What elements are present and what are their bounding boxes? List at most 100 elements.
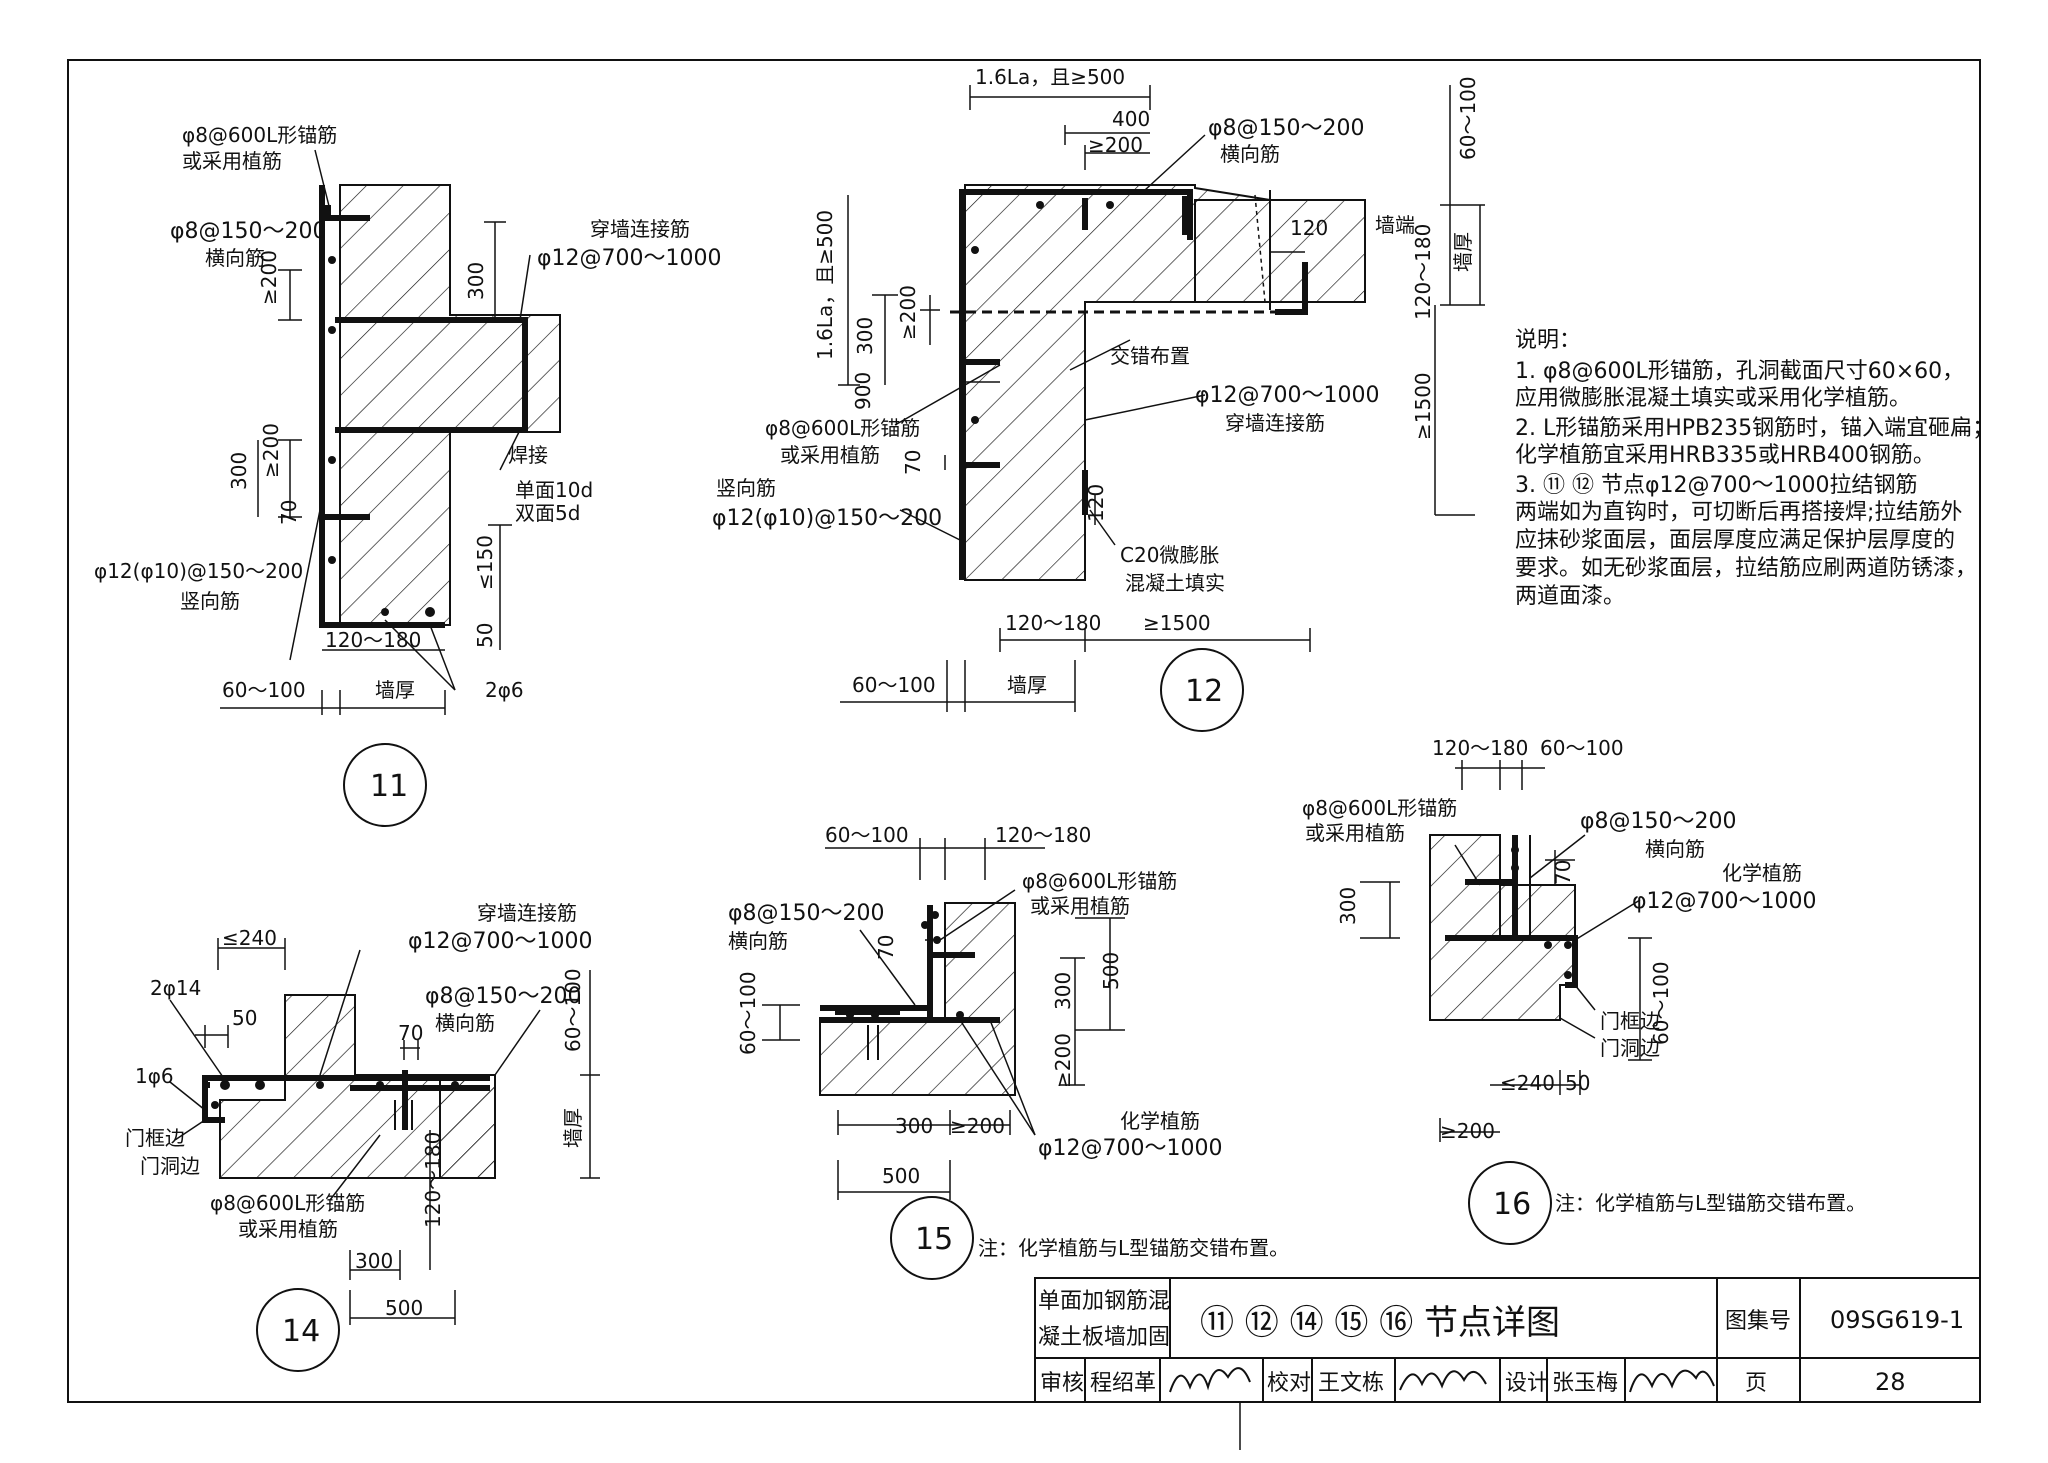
dim-300: 300 — [355, 1249, 393, 1273]
vertical-rebar — [319, 185, 445, 628]
label-chem-spec: φ12@700～1000 — [1632, 889, 1817, 914]
label-weld-double: 双面5d — [515, 501, 580, 525]
dim-120: 120 — [1290, 216, 1328, 240]
label-weld: 焊接 — [508, 443, 548, 467]
label-through-spec: φ12@700～1000 — [537, 246, 722, 271]
note-line: 1. φ8@600L形锚筋，孔洞截面尺寸60×60， — [1515, 359, 1964, 384]
atlas-label: 图集号 — [1725, 1309, 1791, 1334]
dim-120-180: 120～180 — [995, 823, 1091, 847]
node-11-detail — [220, 149, 561, 827]
dim-900: 900 — [851, 372, 875, 410]
through-rebar — [335, 317, 528, 433]
dim-200: ≥200 — [1088, 133, 1143, 157]
dim-70: 70 — [874, 935, 898, 960]
dim-70: 70 — [901, 450, 925, 475]
dim-300: 300 — [853, 317, 877, 355]
dim-left: 1.6La，且≥500 — [813, 210, 837, 360]
dim-60-100: 60～100 — [222, 678, 306, 702]
dim-200b: ≥200 — [259, 423, 283, 478]
checker-name: 王文栋 — [1318, 1371, 1384, 1396]
dim-60-100: 60～100 — [852, 673, 936, 697]
node-12-number: 12 — [1185, 674, 1223, 709]
label-1phi6: 1φ6 — [135, 1064, 174, 1088]
dim-300-h: 300 — [895, 1114, 933, 1138]
dim-200a: ≥200 — [257, 250, 281, 305]
note-line: 化学植筋宜采用HRB335或HRB400钢筋。 — [1515, 443, 1935, 468]
signature-designer — [1629, 1369, 1715, 1393]
dim-300: 300 — [1336, 887, 1360, 925]
note-line: 应用微膨胀混凝土填实或采用化学植筋。 — [1515, 386, 1911, 411]
label-vertical: φ12(φ10)@150～200 — [712, 506, 942, 531]
dim-60-100-v: 60～100 — [736, 971, 760, 1055]
dim-top: 1.6La，且≥500 — [975, 65, 1125, 89]
label-transverse-name: 横向筋 — [1645, 837, 1705, 861]
signature-reviewer — [1169, 1367, 1251, 1393]
note-line: 应抹砂浆面层，面层厚度应满足保护层厚度的 — [1515, 528, 1955, 553]
dim-200-v: ≥200 — [1051, 1033, 1075, 1088]
label-transverse-name: 横向筋 — [205, 246, 265, 270]
note-line: 3. ⑪ ⑫ 节点φ12@700～1000拉结钢筋 — [1515, 473, 1917, 498]
label-transverse: φ8@150～200 — [1208, 116, 1365, 141]
dim-120-180: 120～180 — [325, 628, 421, 652]
dim-500-h: 500 — [882, 1164, 920, 1188]
designer-name: 张玉梅 — [1552, 1371, 1618, 1396]
dim-60-100: 60～100 — [1540, 736, 1624, 760]
label-l-anchor: φ8@600L形锚筋 — [1022, 869, 1177, 893]
label-chem-spec: φ12@700～1000 — [1038, 1136, 1223, 1161]
dim-200: ≥200 — [1440, 1119, 1495, 1143]
label-2phi6: 2φ6 — [485, 678, 524, 702]
label-through-rebar: 穿墙连接筋 — [1225, 411, 1325, 435]
dim-200v: ≥200 — [896, 285, 920, 340]
label-l-anchor: φ8@600L形锚筋 — [1302, 796, 1457, 820]
dim-50: 50 — [1565, 1071, 1590, 1095]
dim-120-180: 120～180 — [1005, 611, 1101, 635]
dim-60-100: 60～100 — [825, 823, 909, 847]
atlas-number: 09SG619-1 — [1830, 1306, 1964, 1334]
node-12-detail — [838, 85, 1485, 732]
dim-120b: 120 — [1084, 484, 1108, 522]
node-16-number: 16 — [1493, 1187, 1531, 1222]
dim-wall: 墙厚 — [1007, 673, 1047, 697]
node-16-marker — [1468, 1161, 1552, 1245]
label-vertical-name: 竖向筋 — [180, 589, 240, 613]
dim-right-120: 120～180 — [1411, 224, 1435, 320]
page-label: 页 — [1745, 1371, 1767, 1396]
note-line: 两端如为直钩时，可切断后再搭接焊;拉结筋外 — [1515, 500, 1962, 525]
dim-1500: ≥1500 — [1143, 611, 1211, 635]
node-15-detail — [762, 838, 1125, 1280]
page-number: 28 — [1875, 1368, 1906, 1396]
review-label: 审核 — [1040, 1371, 1084, 1396]
dim-120-180: 120～180 — [421, 1132, 445, 1228]
label-vertical-name: 竖向筋 — [716, 476, 776, 500]
label-transverse: φ8@150～200 — [425, 984, 582, 1009]
label-2phi14: 2φ14 — [150, 976, 201, 1000]
label-transverse: φ8@150～200 — [728, 901, 885, 926]
label-transverse-name: 横向筋 — [728, 929, 788, 953]
node-14-number: 14 — [282, 1314, 320, 1349]
node-14-detail — [169, 938, 600, 1372]
dim-right-wall: 墙厚 — [1451, 232, 1475, 272]
sheet-border — [67, 59, 1981, 1403]
label-l-anchor: φ8@600L形锚筋 — [210, 1191, 365, 1215]
node-15-marker — [890, 1196, 974, 1280]
design-label: 设计 — [1505, 1371, 1549, 1396]
dim-70: 70 — [277, 500, 301, 525]
note-line: 要求。如无砂浆面层，拉结筋应刷两道防锈漆， — [1515, 556, 1977, 581]
label-staggered: 交错布置 — [1110, 344, 1190, 368]
label-l-anchor-alt: 或采用植筋 — [238, 1217, 338, 1241]
title-desc-line2: 凝土板墙加固 — [1038, 1325, 1170, 1350]
label-opening-edge: 门洞边 — [140, 1154, 200, 1178]
label-transverse: φ8@150～200 — [170, 219, 327, 244]
node-14-marker — [256, 1288, 340, 1372]
label-frame-edge: 门框边 — [1600, 1009, 1660, 1033]
dim-50: 50 — [473, 623, 497, 648]
dim-right-60: 60～100 — [1456, 76, 1480, 160]
node-11-number: 11 — [370, 769, 408, 804]
label-transverse: φ8@150～200 — [1580, 809, 1737, 834]
dim-240: ≤240 — [222, 926, 277, 950]
node-15-note: 注：化学植筋与L型锚筋交错布置。 — [978, 1236, 1289, 1260]
label-vertical: φ12(φ10)@150～200 — [94, 559, 303, 583]
dim-400: 400 — [1112, 107, 1150, 131]
dim-70: 70 — [398, 1021, 423, 1045]
dim-wall: 墙厚 — [561, 1108, 585, 1148]
